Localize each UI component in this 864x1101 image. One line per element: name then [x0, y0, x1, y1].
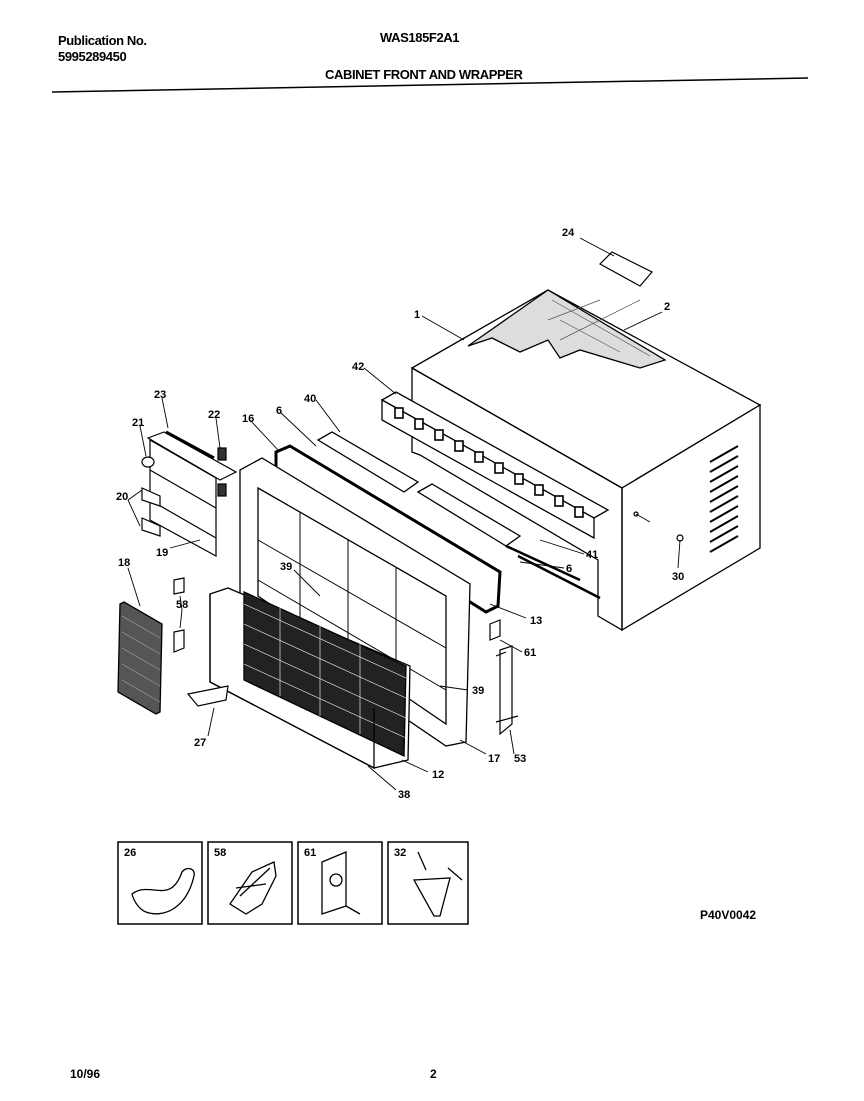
- part-label-2: 2: [664, 301, 670, 313]
- leader-lines: [127, 237, 681, 791]
- discharge-grille: [380, 391, 610, 540]
- detail-box-32: 32: [387, 841, 469, 925]
- part-label-22: 22: [208, 409, 220, 421]
- part-label-61: 61: [524, 647, 536, 659]
- detail-label-61: 61: [304, 847, 316, 859]
- part-label-39-top: 39: [280, 561, 292, 573]
- front-grille-panel: [209, 587, 411, 770]
- page-number: 2: [430, 1067, 437, 1081]
- part-label-6-top: 6: [276, 405, 282, 417]
- part-label-42: 42: [352, 361, 364, 373]
- side-louvers: [709, 445, 739, 553]
- part-label-6-right: 6: [566, 563, 572, 575]
- detail-label-26: 26: [124, 847, 136, 859]
- publication-number: 5995289450: [58, 49, 127, 64]
- air-filter: [117, 601, 163, 715]
- small-hardware: [173, 511, 684, 736]
- section-title: CABINET FRONT AND WRAPPER: [325, 67, 523, 82]
- detail-box-26: 26: [117, 841, 203, 925]
- part-label-27: 27: [194, 737, 206, 749]
- part-label-1: 1: [414, 309, 420, 321]
- part-label-19: 19: [156, 547, 168, 559]
- label-card: [599, 251, 653, 287]
- control-panel: [141, 430, 238, 558]
- detail-label-32: 32: [394, 847, 406, 859]
- footer-date: 10/96: [70, 1067, 101, 1081]
- detail-box-58: 58: [207, 841, 293, 925]
- part-label-58: 58: [176, 599, 188, 611]
- detail-box-61: 61: [297, 841, 383, 925]
- part-label-53: 53: [514, 753, 526, 765]
- part-label-39-bottom: 39: [472, 685, 484, 697]
- cabinet-wrapper: [410, 289, 762, 632]
- publication-label: Publication No.: [58, 33, 147, 48]
- part-label-21: 21: [132, 417, 144, 429]
- part-label-24: 24: [562, 227, 575, 239]
- part-label-12: 12: [432, 769, 444, 781]
- part-labels: 1 2 24 42 40 6 16 22 23 21 20 19 18 58 3…: [116, 227, 684, 801]
- part-label-20: 20: [116, 491, 128, 503]
- part-label-38: 38: [398, 789, 410, 801]
- detail-label-58: 58: [214, 847, 226, 859]
- part-label-18: 18: [118, 557, 130, 569]
- top-insulation: [467, 289, 667, 369]
- part-label-30: 30: [672, 571, 684, 583]
- part-label-23: 23: [154, 389, 166, 401]
- part-label-40: 40: [304, 393, 316, 405]
- air-deflector-rods: [316, 431, 581, 582]
- figure-code: P40V0042: [700, 908, 757, 922]
- part-label-41: 41: [586, 549, 598, 561]
- detail-inset-row: 26 58 61 32: [117, 841, 469, 925]
- header-rule: [51, 77, 809, 93]
- part-label-17: 17: [488, 753, 500, 765]
- part-label-13: 13: [530, 615, 542, 627]
- part-label-16: 16: [242, 413, 254, 425]
- model-number: WAS185F2A1: [380, 30, 460, 45]
